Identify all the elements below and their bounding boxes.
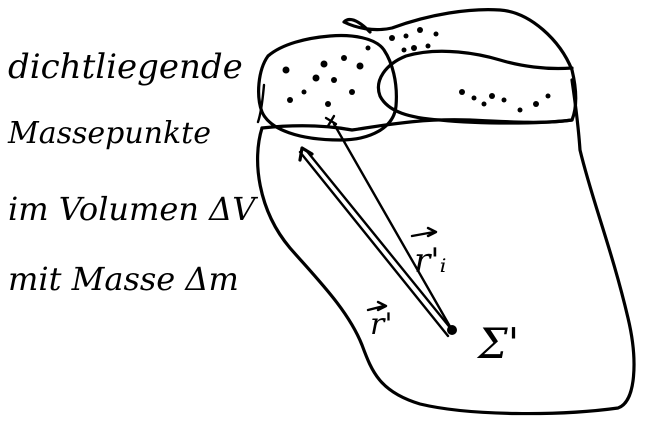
mass-point — [417, 27, 423, 33]
mass-point — [482, 102, 487, 107]
label-sigma-prime: Σ' — [476, 319, 519, 368]
mass-point — [533, 101, 539, 107]
mass-point — [283, 67, 290, 74]
mass-point — [302, 90, 307, 95]
mass-point — [489, 93, 495, 99]
mass-point — [349, 89, 355, 95]
mass-point — [472, 96, 477, 101]
mass-point — [426, 44, 431, 49]
volume-region-delta-v — [259, 36, 397, 140]
note-line-1: dichtliegende — [8, 47, 243, 87]
mass-point — [341, 55, 347, 61]
mass-point — [325, 101, 331, 107]
mass-point — [502, 98, 507, 103]
vector-labels: r'ᵢ r' Σ' — [368, 228, 519, 368]
mass-point — [404, 34, 409, 39]
mass-point — [411, 45, 417, 51]
mass-point — [357, 63, 364, 70]
label-ri-prime: r'ᵢ — [414, 241, 446, 281]
mass-point — [313, 75, 320, 82]
mass-point — [459, 89, 465, 95]
vector-arrow-icon — [412, 228, 436, 236]
mass-point — [321, 61, 328, 68]
note-line-2: Massepunkte — [7, 116, 211, 151]
vector-ri-prime — [334, 124, 452, 330]
mass-point — [287, 97, 293, 103]
volume-region-right — [344, 10, 576, 123]
mass-point — [331, 77, 337, 83]
mass-point — [389, 35, 395, 41]
mass-point — [434, 32, 439, 37]
mass-point — [518, 108, 523, 113]
handwritten-notes: dichtliegende Massepunkte im Volumen ΔV … — [7, 47, 258, 298]
mass-point — [402, 48, 407, 53]
mass-point — [366, 46, 371, 51]
note-line-4: mit Masse Δm — [8, 260, 239, 298]
note-line-3: im Volumen ΔV — [8, 190, 258, 228]
mass-point — [546, 94, 551, 99]
label-r-prime: r' — [370, 307, 393, 342]
origin-point — [447, 325, 457, 335]
